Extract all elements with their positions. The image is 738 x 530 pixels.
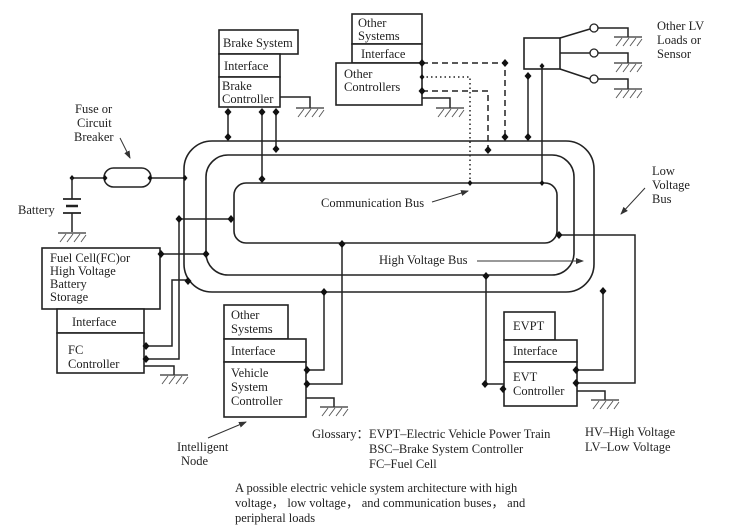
- other-lv-label: Other LV Loads or Sensor: [657, 19, 704, 61]
- low-voltage-bus-arrow: [620, 187, 646, 215]
- evt-node: EVPT Interface EVT Controller: [503, 311, 578, 407]
- communication-bus-label: Communication Bus: [321, 196, 424, 210]
- svg-text:Other: Other: [344, 67, 373, 81]
- svg-text:Other: Other: [231, 308, 260, 322]
- svg-text:Circuit: Circuit: [77, 116, 112, 130]
- svg-text:voltage， low voltage， and comm: voltage， low voltage， and communication …: [235, 496, 526, 510]
- ground-icon: [295, 107, 325, 118]
- svg-text:Interface: Interface: [513, 344, 558, 358]
- svg-text:Fuse or: Fuse or: [75, 102, 113, 116]
- ground-icon: [57, 232, 87, 243]
- communication-bus-arrow: [431, 190, 469, 203]
- ground-icon: [613, 88, 643, 99]
- high-voltage-bus: [205, 154, 575, 276]
- svg-text:Controller: Controller: [68, 357, 120, 371]
- svg-text:BSC–Brake System Controller: BSC–Brake System Controller: [369, 442, 524, 456]
- svg-text:Storage: Storage: [50, 290, 89, 304]
- brake-node: Brake System Interface Brake Controller: [218, 29, 299, 108]
- svg-text:Interface: Interface: [72, 315, 117, 329]
- ground-icon: [159, 374, 189, 385]
- svg-text:Low: Low: [652, 164, 675, 178]
- svg-text:Systems: Systems: [231, 322, 273, 336]
- ground-icon: [435, 107, 465, 118]
- ground-icon: [613, 62, 643, 73]
- glossary: Glossary： EVPT–Electric Vehicle Power Tr…: [312, 425, 676, 471]
- svg-text:Intelligent: Intelligent: [177, 440, 229, 454]
- fc-node: Fuel Cell(FC)or High Voltage Battery Sto…: [41, 247, 161, 374]
- intelligent-node-label: Intelligent Node: [177, 440, 229, 468]
- svg-text:Loads or: Loads or: [657, 33, 702, 47]
- svg-text:Controller: Controller: [231, 394, 283, 408]
- fuse-label: Fuse or Circuit Breaker: [74, 102, 114, 144]
- low-voltage-bus-label: Low Voltage Bus: [652, 164, 690, 206]
- high-voltage-bus-label: High Voltage Bus: [379, 253, 468, 267]
- svg-text:Other LV: Other LV: [657, 19, 704, 33]
- evpt-box: [503, 311, 556, 341]
- communication-bus: [233, 182, 558, 244]
- svg-text:Interface: Interface: [231, 344, 276, 358]
- svg-text:Other: Other: [358, 16, 387, 30]
- svg-text:Fuel Cell(FC)or: Fuel Cell(FC)or: [50, 251, 131, 265]
- brake-controller-box: [218, 76, 281, 108]
- svg-text:Bus: Bus: [652, 192, 672, 206]
- svg-text:HV–High Voltage: HV–High Voltage: [585, 425, 676, 439]
- svg-text:A possible electric vehicle sy: A possible electric vehicle system archi…: [235, 481, 518, 495]
- svg-text:Node: Node: [181, 454, 209, 468]
- svg-text:EVT: EVT: [513, 370, 538, 384]
- fc-storage-box: [41, 247, 161, 310]
- svg-text:Interface: Interface: [361, 47, 406, 61]
- vsc-controller-box: [223, 361, 307, 418]
- fuse-arrow: [119, 137, 131, 159]
- lv-load-terminals: [559, 23, 629, 89]
- svg-text:Systems: Systems: [358, 29, 400, 43]
- svg-text:Interface: Interface: [224, 59, 269, 73]
- ground-icon: [319, 406, 349, 417]
- other-controllers-box: [335, 62, 423, 106]
- ground-icon: [613, 36, 643, 47]
- svg-text:Controllers: Controllers: [344, 80, 400, 94]
- svg-text:Brake: Brake: [222, 79, 252, 93]
- other-systems-box: [351, 13, 423, 45]
- svg-text:peripheral loads: peripheral loads: [235, 511, 315, 525]
- ground-icon: [590, 399, 620, 410]
- svg-text:Controller: Controller: [513, 384, 565, 398]
- figure-caption: A possible electric vehicle system archi…: [235, 481, 526, 525]
- svg-text:LV–Low Voltage: LV–Low Voltage: [585, 440, 671, 454]
- battery-label: Battery: [18, 203, 56, 217]
- svg-text:Voltage: Voltage: [652, 178, 690, 192]
- fc-interface-box: [56, 308, 145, 334]
- svg-text:Battery: Battery: [50, 277, 88, 291]
- svg-text:Glossary：: Glossary：: [312, 427, 369, 441]
- intelligent-node-arrow: [207, 421, 247, 439]
- low-voltage-bus: [183, 140, 595, 293]
- vsc-node: Other Systems Interface Vehicle System C…: [223, 304, 307, 418]
- svg-text:FC: FC: [68, 343, 83, 357]
- svg-text:Vehicle: Vehicle: [231, 366, 269, 380]
- svg-text:Controller: Controller: [222, 92, 274, 106]
- svg-text:Brake System: Brake System: [223, 36, 293, 50]
- svg-text:EVPT–Electric Vehicle Power Tr: EVPT–Electric Vehicle Power Train: [369, 427, 551, 441]
- svg-text:High Voltage: High Voltage: [50, 264, 116, 278]
- svg-text:Sensor: Sensor: [657, 47, 692, 61]
- battery-icon: [63, 178, 81, 232]
- svg-text:FC–Fuel Cell: FC–Fuel Cell: [369, 457, 437, 471]
- fc-controller-box: [56, 332, 145, 374]
- svg-text:Breaker: Breaker: [74, 130, 114, 144]
- svg-text:EVPT: EVPT: [513, 319, 545, 333]
- fuse-icon: [103, 167, 152, 188]
- svg-text:System: System: [231, 380, 268, 394]
- other-controllers-node: Other Systems Interface Other Controller…: [335, 13, 423, 106]
